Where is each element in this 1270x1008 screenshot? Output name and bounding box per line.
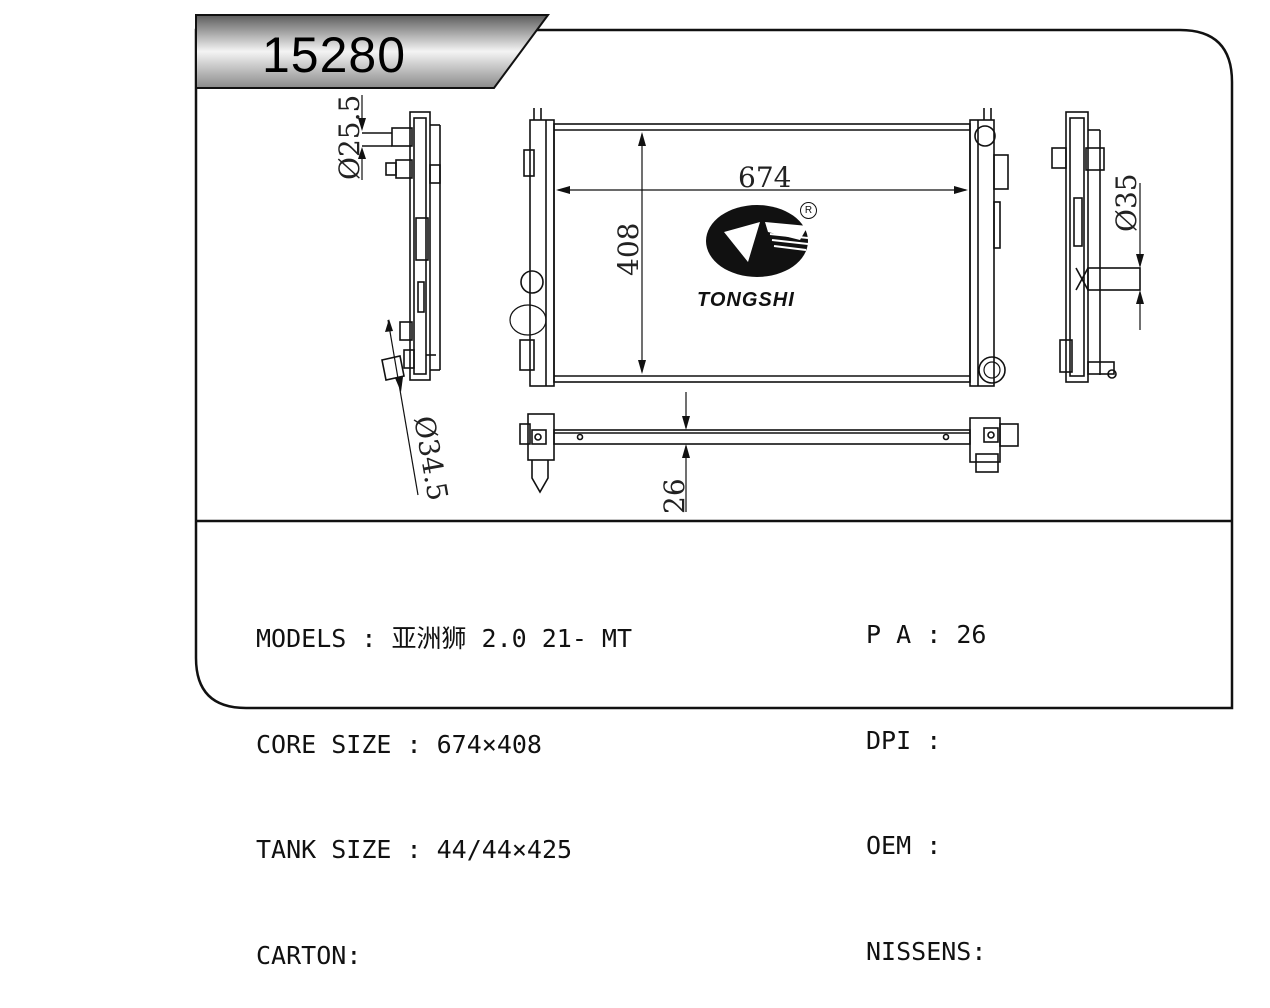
left-side-view — [362, 111, 441, 381]
spec-value: 26 — [956, 620, 987, 649]
spec-row-nissens: NISSENS: — [866, 934, 986, 970]
outlet-diameter-label: Ø34.5 — [407, 413, 454, 503]
side-dim-arrow-top — [1136, 254, 1144, 268]
spec-value: 44/44×425 — [436, 835, 573, 864]
spec-label: TANK SIZE — [256, 835, 392, 864]
spec-label: CARTON — [256, 940, 347, 970]
part-number-banner — [195, 14, 550, 89]
side-dim-arrow-bottom — [1136, 290, 1144, 304]
thickness-dim-arrow-top — [682, 416, 690, 430]
brand-name: TONGSHI — [697, 289, 795, 311]
spec-row-pa: P A : 26 — [866, 617, 986, 653]
spec-sep: : — [346, 624, 392, 653]
outer-frame — [194, 28, 1234, 710]
spec-sep: : — [911, 620, 957, 649]
spec-row-oem: OEM : — [866, 828, 986, 864]
front-left-outline-ellipse — [509, 304, 547, 336]
radiator-front-view — [519, 108, 1009, 387]
inlet-diameter-label: Ø25.5 — [333, 95, 366, 180]
tongshi-logo-icon — [706, 205, 809, 277]
front-left-port-circle — [520, 270, 544, 294]
front-inlet-circle — [974, 125, 996, 147]
core-height-arrow-top — [638, 132, 646, 146]
right-side-view — [1051, 111, 1141, 383]
core-height-label: 408 — [612, 223, 645, 276]
spec-row-tank-size: TANK SIZE : 44/44×425 — [256, 832, 632, 868]
specs-left-column: MODELS : 亚洲狮 2.0 21- MT CORE SIZE : 674×… — [256, 551, 632, 1008]
spec-sep: : — [346, 940, 362, 970]
core-width-arrow-right — [954, 186, 968, 194]
spec-sep: : — [391, 835, 437, 864]
spec-sep: : — [911, 831, 957, 860]
spec-label: OEM — [866, 831, 912, 860]
inlet-dim-arrow-top — [358, 118, 366, 131]
bottom-view — [519, 413, 1019, 494]
spec-value: 亚洲狮 2.0 21- MT — [391, 624, 633, 653]
spec-value: 674×408 — [436, 729, 542, 759]
spec-row-carton: CARTON: — [256, 938, 632, 974]
spec-label: DPI — [866, 725, 912, 755]
registered-mark: R — [800, 202, 817, 219]
front-outlet-inner-circle — [983, 361, 1001, 379]
spec-sep: : — [391, 729, 437, 759]
spec-row-models: MODELS : 亚洲狮 2.0 21- MT — [256, 621, 632, 657]
side-diameter-label: Ø35 — [1110, 173, 1143, 232]
spec-label: CORE SIZE — [256, 729, 392, 759]
front-outlet-circle — [978, 356, 1006, 384]
core-height-arrow-bottom — [638, 360, 646, 374]
core-width-arrow-left — [556, 186, 570, 194]
inlet-dim-arrow-bottom — [358, 147, 366, 159]
outlet-dim-arrow-top — [385, 319, 393, 332]
spec-label: NISSENS — [866, 936, 972, 966]
outlet-dim-line — [387, 319, 419, 496]
part-number: 15280 — [262, 27, 407, 83]
core-thickness-label: 26 — [658, 478, 691, 514]
spec-sep: : — [971, 936, 987, 966]
spec-sep: : — [911, 725, 957, 755]
thickness-dim-arrow-bottom — [682, 444, 690, 458]
drawing-sheet: Ø25.5 Ø34.5 674 408 — [194, 14, 1234, 710]
spec-label: P A — [866, 620, 912, 649]
specs-right-column: P A : 26 DPI : OEM : NISSENS: — [866, 547, 986, 1004]
core-width-label: 674 — [738, 161, 791, 194]
outlet-dim-arrow-bottom — [395, 377, 403, 392]
spec-label: MODELS — [256, 624, 347, 653]
spec-row-core-size: CORE SIZE : 674×408 — [256, 727, 632, 763]
